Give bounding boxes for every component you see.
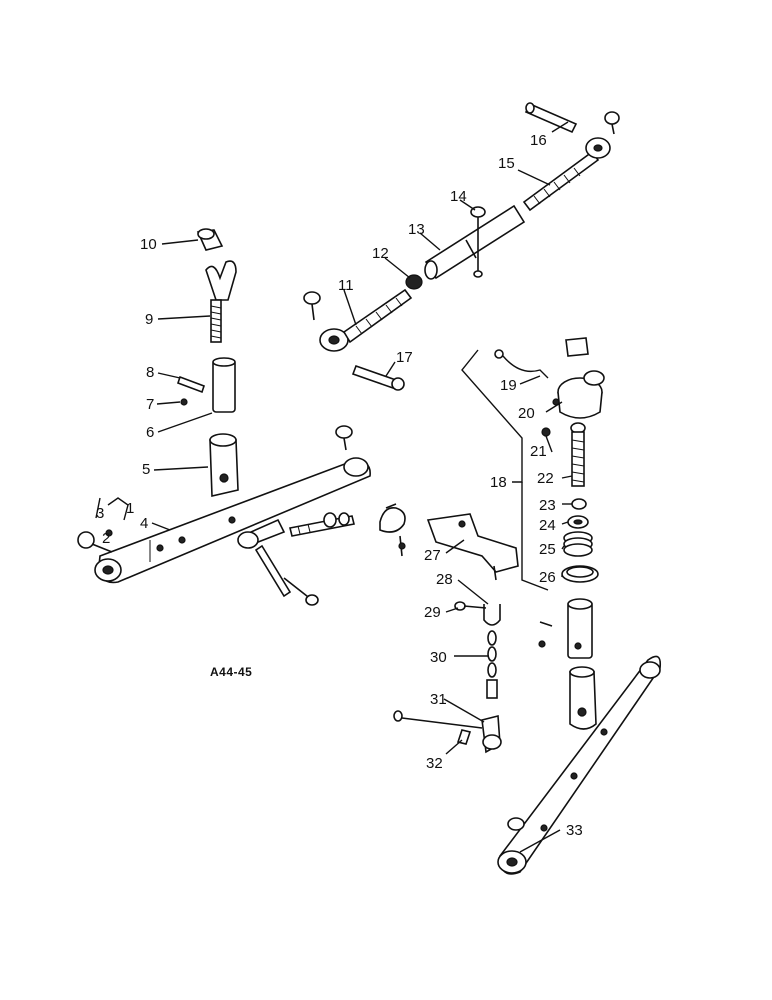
callout-10: 10	[140, 236, 157, 253]
right-rod-screw	[570, 422, 586, 487]
callout-13: 13	[408, 221, 425, 238]
lower-link-left	[94, 457, 371, 584]
callout-14: 14	[450, 188, 467, 205]
callout-19: 19	[500, 377, 517, 394]
callout-11: 11	[338, 277, 354, 294]
check-chain	[486, 630, 498, 699]
top-link-rod-end	[303, 288, 413, 352]
top-link-bolt	[470, 206, 486, 278]
callout-33: 33	[566, 822, 583, 839]
lift-rod-tube	[212, 357, 236, 413]
callout-30: 30	[430, 649, 447, 666]
leader-lines	[95, 121, 573, 853]
callout-5: 5	[142, 461, 150, 478]
callout-12: 12	[372, 245, 389, 262]
lift-rod-lower-yoke	[209, 433, 239, 497]
stabilizer-bracket	[426, 513, 519, 581]
callout-1: 1	[126, 500, 134, 517]
top-link-pin-lower	[351, 364, 405, 391]
right-rod-housing	[557, 337, 605, 419]
stabilizer-clevis	[379, 503, 406, 557]
top-link-pin	[524, 102, 578, 134]
callout-6: 6	[146, 424, 154, 441]
lower-link-right	[497, 655, 662, 875]
right-rod-spring-washer	[567, 515, 589, 529]
stabilizer-turnbuckle	[289, 512, 355, 537]
callout-8: 8	[146, 364, 154, 381]
callout-4: 4	[140, 515, 148, 532]
right-rod-ring	[561, 565, 599, 583]
right-rod-nut	[541, 398, 560, 437]
callout-15: 15	[498, 155, 515, 172]
top-link-nut	[405, 274, 423, 290]
callout-31: 31	[430, 691, 447, 708]
callout-27: 27	[424, 547, 441, 564]
right-rod-spring	[563, 531, 593, 557]
lower-bracket-bolt	[393, 710, 483, 745]
u-clip-bolt	[454, 601, 487, 611]
right-rod-lower-tube	[538, 598, 597, 730]
callout-3: 3	[96, 505, 104, 522]
callout-21: 21	[530, 443, 547, 460]
lift-rod-yoke-top	[196, 228, 224, 251]
callout-labels: 1 2 3 4 5 6 7 8 9 10 11 12 13 14 15 16 1…	[96, 132, 583, 839]
callout-20: 20	[518, 405, 535, 422]
callout-9: 9	[145, 311, 153, 328]
figure-code: A44-45	[210, 665, 252, 679]
lower-bracket	[481, 714, 502, 754]
lift-rod-fork	[205, 260, 237, 343]
callout-28: 28	[436, 571, 453, 588]
callout-17: 17	[396, 349, 413, 366]
callout-24: 24	[539, 517, 556, 534]
top-link-tube	[424, 204, 526, 280]
stabilizer-yoke	[237, 518, 319, 606]
callout-25: 25	[539, 541, 556, 558]
lower-link-ring	[335, 425, 353, 451]
top-link-thread-end	[522, 111, 620, 212]
u-clip	[483, 604, 501, 626]
right-rod-clip	[494, 349, 549, 379]
callout-7: 7	[146, 396, 154, 413]
callout-22: 22	[537, 470, 554, 487]
lift-rod-pin	[176, 375, 206, 394]
right-rod-washer	[571, 498, 587, 510]
callout-29: 29	[424, 604, 441, 621]
callout-23: 23	[539, 497, 556, 514]
callout-32: 32	[426, 755, 443, 772]
callout-2: 2	[102, 530, 110, 547]
callout-26: 26	[539, 569, 556, 586]
link-pin-assembly	[77, 529, 113, 553]
callout-18: 18	[490, 474, 507, 491]
lift-rod-clip	[180, 398, 188, 406]
callout-16: 16	[530, 132, 547, 149]
